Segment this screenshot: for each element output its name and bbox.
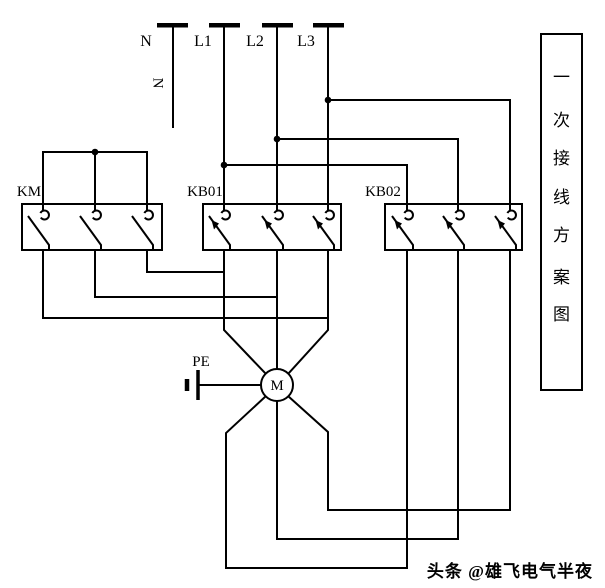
title-char-7: 图 [553, 305, 570, 324]
wire-kb01-out3-to-motor [287, 250, 329, 375]
wire-km-out1 [42, 250, 328, 319]
km-pole-2-icon [79, 203, 102, 251]
wire-l2-branch-to-kb02 [277, 138, 459, 204]
title-box-border [540, 33, 583, 391]
busbar-n [157, 23, 188, 28]
contactor-km-box [21, 203, 163, 251]
km-pole-3-icon [131, 203, 154, 251]
title-char-3: 接 [553, 149, 570, 168]
busbar-l2 [262, 23, 293, 28]
title-char-5: 方 [553, 226, 570, 245]
kb02-pole-3-icon [495, 204, 516, 250]
kb01-pole-3-icon [313, 204, 334, 250]
wire-motor-bottom-left-to-kb02 [225, 250, 408, 569]
contactor-kb02-box [384, 203, 523, 251]
kb02-pole-1-icon [392, 204, 413, 250]
junction-dot [91, 148, 99, 156]
junction-dot [324, 96, 332, 104]
label-kb02: KB02 [365, 184, 401, 200]
contactor-kb02: KB02 [365, 184, 523, 251]
label-km: KM [17, 184, 41, 200]
bus-labels: N L1 L2 L3 N [140, 33, 315, 89]
contactor-km: KM [17, 184, 163, 251]
title-char-1: 一 [553, 68, 570, 87]
pe-ground: PE [184, 354, 261, 400]
junction-dot [220, 161, 228, 169]
kb01-pole-2-icon [262, 204, 283, 250]
label-l2: L2 [246, 33, 264, 50]
label-l3: L3 [297, 33, 315, 50]
title-box: 一 次 接 线 方 案 图 [540, 33, 583, 391]
title-char-4: 线 [553, 188, 570, 207]
wire-km-out3 [146, 250, 224, 273]
wire-motor-bottom-mid-to-kb02 [276, 250, 459, 540]
contactor-kb01-box [202, 203, 342, 251]
label-n: N [140, 33, 152, 50]
wire-km-out2 [94, 250, 277, 298]
title-char-2: 次 [553, 111, 570, 130]
motor: M [260, 368, 294, 402]
km-pole-1-icon [27, 203, 50, 251]
title-char-6: 案 [553, 268, 570, 287]
label-pe: PE [192, 354, 210, 370]
wire-kb01-out1-to-motor [223, 250, 267, 375]
junction-dot [273, 135, 281, 143]
bus-bars [157, 23, 344, 28]
wire-motor-bottom-right-to-kb02 [287, 250, 511, 511]
junction-dots [91, 96, 332, 169]
wire-l1-branch-to-kb02 [224, 164, 408, 204]
kb01-pole-1-icon [209, 204, 230, 250]
motor-circle-icon [260, 368, 294, 402]
watermark-text: 头条 @雄飞电气半夜 [427, 561, 593, 581]
wires [42, 27, 511, 569]
contactor-kb01: KB01 [187, 184, 342, 251]
label-kb01: KB01 [187, 184, 223, 200]
busbar-l1 [209, 23, 240, 28]
label-n-wire-rotated: N [150, 78, 166, 89]
motor-label: M [270, 378, 283, 394]
label-l1: L1 [194, 33, 212, 50]
wire-l3-branch-to-kb02 [328, 99, 511, 204]
kb02-pole-2-icon [443, 204, 464, 250]
busbar-l3 [313, 23, 344, 28]
